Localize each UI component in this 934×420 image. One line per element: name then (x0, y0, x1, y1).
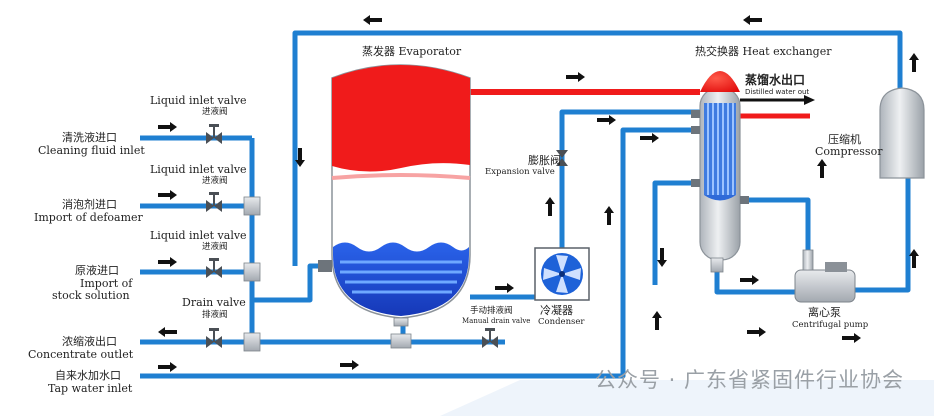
distilled-water-en: Distilled water out (745, 88, 810, 96)
cleaning-inlet-en: Cleaning fluid inlet (38, 144, 145, 157)
arrow-top-return-1 (363, 15, 382, 25)
defoamer-import-en: Import of defoamer (34, 211, 143, 224)
pipe-pump-compressor (855, 178, 911, 293)
liquid-inlet-valve-3 (206, 258, 222, 278)
evaporator-coil (340, 260, 462, 294)
valves (206, 124, 568, 352)
arrow-tap-to-hx (640, 133, 659, 143)
arrow-hx-drain-down (657, 248, 667, 267)
manual-drain-valve-en: Manual drain valve (462, 317, 531, 325)
arrow-tap-water-mid (340, 360, 359, 370)
flow-arrows (158, 15, 919, 372)
cleaning-inlet-zh: 清洗液进口 (62, 131, 117, 144)
arrow-tap-water-in (158, 362, 177, 372)
arrow-return-down (295, 148, 305, 167)
pipe-tap-water (140, 127, 700, 379)
arrow-bottom-mid (747, 327, 766, 337)
arrow-hx-up (817, 159, 827, 178)
liquid-inlet-valve-1-zh: 进液阀 (202, 107, 228, 117)
drain-valve-en: Drain valve (182, 296, 246, 309)
liquid-inlet-valve-2 (206, 192, 222, 212)
heat-exchanger (691, 71, 749, 273)
stock-import-en-2: stock solution (52, 289, 130, 302)
liquid-inlet-valve-3-zh: 进液阀 (202, 242, 228, 252)
tap-water-inlet-zh: 自来水加水口 (55, 369, 121, 382)
heat-exchanger-title: 热交换器 Heat exchanger (695, 45, 832, 58)
drain-valve-zh: 排液阀 (202, 310, 228, 320)
evaporator-liquid (333, 242, 469, 316)
hx-hot-dome (700, 71, 740, 92)
evaporator-drain-tee (390, 333, 412, 349)
stock-import-zh: 原液进口 (75, 264, 119, 277)
distilled-water-arrowhead (804, 95, 815, 105)
pipe-hx-drain (652, 180, 700, 285)
liquid-inlet-valve-1-en: Liquid inlet valve (150, 94, 247, 107)
liquid-inlet-valve-2-en: Liquid inlet valve (150, 163, 247, 176)
arrow-pump-up (909, 249, 919, 268)
evaporator-vapor-zone (332, 65, 470, 172)
concentrate-outlet-en: Concentrate outlet (28, 348, 134, 361)
pipe-hx-pump (740, 197, 811, 262)
evaporator-title: 蒸发器 Evaporator (362, 45, 462, 58)
drain-valve (206, 328, 222, 348)
pipes (140, 30, 911, 379)
condenser-en: Condenser (538, 317, 585, 327)
watermark: 公众号 · 广东省紧固件行业协会 (594, 368, 904, 392)
arrow-compressor-up (909, 53, 919, 72)
arrow-right-up-bottom (652, 311, 662, 330)
pipe-top-return (292, 30, 903, 266)
expansion-valve (556, 150, 568, 166)
arrow-condenser-up (545, 197, 555, 216)
manual-drain-valve-zh: 手动排液阀 (470, 306, 513, 316)
condenser-zh: 冷凝器 (540, 304, 573, 317)
compressor (879, 87, 925, 179)
arrow-tap-up (604, 206, 614, 225)
compressor-zh: 压缩机 (828, 133, 861, 146)
arrow-defoamer-in (158, 190, 177, 200)
condenser (534, 247, 590, 301)
stock-import-en-1: Import of (80, 277, 133, 290)
expansion-valve-zh: 膨胀阀 (528, 154, 561, 167)
pipe-hx-bottom (714, 262, 795, 295)
manual-drain-valve (482, 328, 498, 348)
liquid-inlet-valve-3-en: Liquid inlet valve (150, 229, 247, 242)
centrifugal-pump-en: Centrifugal pump (792, 320, 869, 330)
liquid-inlet-valve-1 (206, 124, 222, 144)
arrow-vapor (566, 72, 585, 82)
pipe-expansion-line (559, 109, 700, 248)
arrow-bottom-right (842, 333, 861, 343)
arrow-hx-to-pump (740, 275, 759, 285)
centrifugal-pump-zh: 离心泵 (808, 306, 841, 319)
defoamer-import-zh: 消泡剂进口 (62, 198, 117, 211)
compressor-en: Compressor (815, 145, 883, 158)
distilled-water-zh: 蒸馏水出口 (745, 73, 806, 87)
tap-water-inlet-en: Tap water inlet (48, 382, 133, 395)
hx-tube-bundle (704, 103, 736, 195)
arrow-coil-to-condenser (495, 283, 514, 293)
arrow-stock-in (158, 257, 177, 267)
arrow-cleaning-in (158, 122, 177, 132)
expansion-valve-en: Expansion valve (485, 167, 555, 177)
liquid-inlet-valve-2-zh: 进液阀 (202, 176, 228, 186)
centrifugal-pump (794, 249, 856, 303)
arrow-expansion-to-hx (597, 115, 616, 125)
arrow-concentrate-out (158, 327, 177, 337)
concentrate-outlet-zh: 浓缩液出口 (62, 335, 117, 348)
background-accent (440, 380, 934, 416)
evaporator (331, 64, 471, 349)
arrow-top-return-2 (743, 15, 762, 25)
